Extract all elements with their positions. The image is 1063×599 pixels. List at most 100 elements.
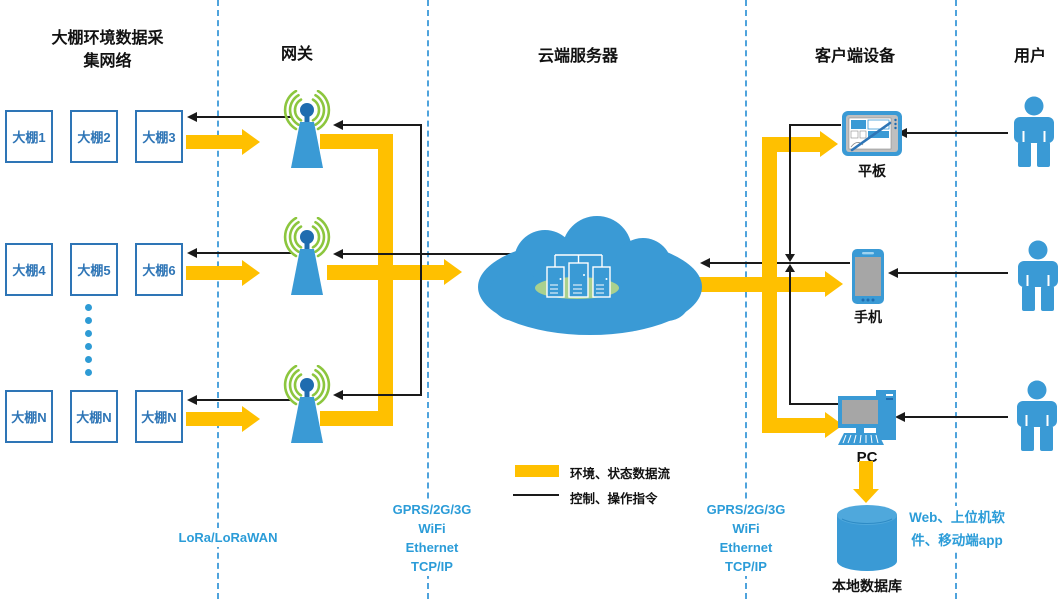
wifi-arcs-right: [311, 217, 331, 258]
control-line-user-to-phone: [897, 272, 1008, 274]
legend-swatch-data-flow: [515, 465, 559, 477]
protocol-label-gateway-cloud: GPRS/2G/3G WiFi Ethernet TCP/IP: [382, 500, 482, 576]
control-line-gateway1-to-greenhouses: [196, 116, 292, 118]
legend-label-control: 控制、操作指令: [570, 492, 658, 506]
protocol-label-cloud-client: GPRS/2G/3G WiFi Ethernet TCP/IP: [696, 500, 796, 576]
database-icon: [837, 505, 897, 571]
control-arrowhead: [333, 120, 343, 130]
ellipsis-dot: [85, 317, 92, 324]
protocol-line: TCP/IP: [696, 557, 796, 576]
wifi-arcs-right: [311, 365, 331, 406]
pc-icon: [838, 390, 896, 445]
wifi-arcs-right: [311, 90, 331, 131]
gateway-antenna-icon: [283, 217, 331, 295]
control-trunk-gateways: [420, 124, 422, 396]
data-flow-arrowhead-down: [853, 489, 879, 503]
ellipsis-dot: [85, 369, 92, 376]
control-arrowhead: [333, 390, 343, 400]
ellipsis-dot: [85, 304, 92, 311]
wifi-arcs-left: [283, 365, 303, 406]
legend-label-data-flow: 环境、状态数据流: [570, 467, 671, 481]
data-flow-to-pc: [762, 418, 825, 433]
ellipsis-dot: [85, 356, 92, 363]
section-title-client-devices: 客户端设备: [814, 48, 895, 65]
legend-swatch-control: [513, 494, 559, 496]
control-line-gateway3-to-greenhouses: [196, 399, 292, 401]
control-arrowhead: [187, 112, 197, 122]
control-arrowhead: [187, 248, 197, 258]
greenhouse-box: 大棚1: [5, 110, 53, 163]
data-flow-arrowhead: [242, 260, 260, 286]
control-arrowhead: [700, 258, 710, 268]
greenhouse-box: 大棚4: [5, 243, 53, 296]
protocol-line: WiFi: [382, 519, 482, 538]
control-line-gateway2-to-greenhouses: [196, 252, 292, 254]
control-line-clients-to-cloud: [709, 262, 850, 264]
user-icon: [1017, 380, 1057, 451]
ellipsis-dot: [85, 330, 92, 337]
control-line-user-to-pc: [904, 416, 1008, 418]
protocol-line: WiFi: [696, 519, 796, 538]
section-title-collection-network-line2: 集网络: [83, 53, 132, 70]
data-flow-to-tablet: [762, 137, 820, 152]
cloud-server-icon: [478, 216, 702, 335]
control-arrowhead: [888, 268, 898, 278]
greenhouse-box: 大棚5: [70, 243, 118, 296]
phone-icon: [852, 249, 884, 304]
data-flow-gateway1-branch: [320, 134, 393, 149]
data-flow-greenhouses-row2: [186, 266, 242, 280]
gateway-antenna-icon: [283, 365, 331, 443]
greenhouse-box: 大棚N: [5, 390, 53, 443]
data-flow-greenhouses-row3: [186, 412, 242, 426]
data-flow-gateway3-branch: [320, 411, 393, 426]
control-line-pc-branch: [789, 403, 839, 405]
control-line-cloud-to-gateway2: [342, 253, 555, 255]
section-title-collection-network-line1: 大棚环境数据采: [51, 30, 164, 47]
data-flow-arrowhead: [242, 406, 260, 432]
control-junction-arrow-down: [785, 254, 795, 262]
control-arrowhead: [187, 395, 197, 405]
column-divider-2: [427, 0, 429, 599]
data-flow-gateway-trunk: [378, 134, 393, 426]
data-flow-arrowhead: [444, 259, 462, 285]
tablet-icon: [842, 111, 902, 156]
ellipsis-dot: [85, 343, 92, 350]
protocol-line: GPRS/2G/3G: [382, 500, 482, 519]
protocol-line: 件、移动端app: [903, 529, 1011, 552]
control-line-to-gateway3: [342, 394, 422, 396]
data-flow-pc-to-database: [859, 461, 873, 489]
user-icon: [1018, 240, 1058, 311]
section-title-users: 用户: [1013, 48, 1046, 65]
column-divider-4: [955, 0, 957, 599]
phone-label: 手机: [854, 309, 882, 325]
data-flow-arrowhead: [242, 129, 260, 155]
data-flow-gateway-to-cloud: [327, 265, 444, 280]
protocol-label-lora: LoRa/LoRaWAN: [168, 528, 288, 547]
data-flow-arrowhead: [825, 271, 843, 297]
gateway-antenna-icon: [283, 90, 331, 168]
user-icon: [1014, 96, 1054, 167]
protocol-line: GPRS/2G/3G: [696, 500, 796, 519]
cloud-shape: [478, 216, 702, 335]
section-title-cloud-server: 云端服务器: [537, 48, 618, 65]
greenhouse-box: 大棚N: [135, 390, 183, 443]
greenhouse-box: 大棚2: [70, 110, 118, 163]
data-flow-client-trunk: [762, 137, 777, 433]
control-arrowhead: [333, 249, 343, 259]
section-title-gateway: 网关: [280, 46, 313, 63]
control-junction-arrow-up: [785, 264, 795, 272]
greenhouse-box: 大棚3: [135, 110, 183, 163]
column-divider-1: [217, 0, 219, 599]
database-label: 本地数据库: [832, 578, 902, 594]
control-trunk-clients-lower: [789, 272, 791, 405]
control-trunk-clients-upper: [789, 124, 791, 254]
greenhouse-box: 大棚6: [135, 243, 183, 296]
control-line-tablet-branch: [789, 124, 841, 126]
wifi-arcs-left: [283, 90, 303, 131]
data-flow-greenhouses-row1: [186, 135, 242, 149]
stylus: [850, 121, 892, 152]
wifi-arcs-left: [283, 217, 303, 258]
protocol-line: TCP/IP: [382, 557, 482, 576]
data-flow-cloud-to-phone: [680, 277, 825, 292]
